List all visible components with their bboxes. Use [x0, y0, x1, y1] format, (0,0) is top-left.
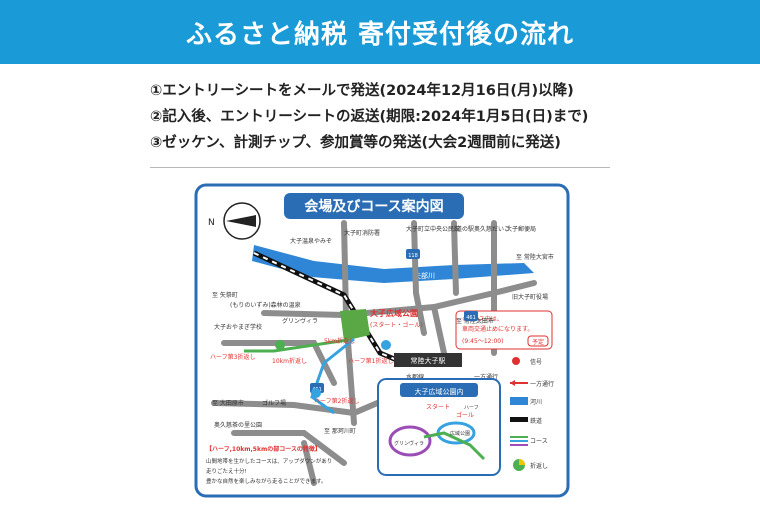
inset-loop-purple: [388, 425, 432, 457]
legend-rail: 鉄道: [530, 417, 542, 425]
page-title: ふるさと納税 寄付受付後の流れ: [185, 19, 575, 50]
legend-signal-icon: [512, 357, 520, 365]
route-461: 461: [466, 315, 476, 321]
route-118: 118: [408, 253, 418, 259]
checkpoint-icon: [311, 388, 321, 398]
inset-frame: [377, 378, 501, 476]
label-oyama: 大子おやまぎ学校: [214, 323, 262, 331]
note-line-3: 豊かな自然を楽しみながら走ることができます。: [206, 477, 326, 485]
label-onsen: 大子温泉やみぞ: [290, 237, 332, 245]
checkpoint-icon: [381, 340, 391, 350]
label-forest-onsen: (もりのいずみ)森林の温泉: [230, 301, 301, 309]
label-hitachi-omiya: 至 常陸大宮市: [516, 253, 554, 261]
legend-course: コース: [530, 438, 548, 445]
legend-signal: 信号: [530, 358, 542, 366]
label-10km: 10km折返し: [272, 357, 307, 365]
label-yabe: 至 矢祭町: [212, 291, 238, 299]
park-name: 大子広域公園: [370, 308, 418, 318]
label-mito: 水郡線: [406, 373, 424, 381]
note-title: 【ハーフ,10km,5kmの部コースの特徴】: [206, 445, 321, 453]
map-title-bg: [284, 193, 464, 219]
north-arrow-icon: [226, 215, 256, 227]
course-green: [244, 337, 355, 353]
legend-turn: 折返し: [530, 462, 548, 470]
step-3: ③ゼッケン、計測チップ、参加賞等の発送(大会2週間前に発送): [150, 135, 561, 151]
inset-half: ハーフ: [464, 405, 479, 411]
inset-field: グリンヴィラ: [394, 440, 424, 447]
inset-facility: 広域公園: [450, 430, 470, 437]
label-old-office: 旧大子町役場: [512, 293, 548, 301]
inset-title: 大子広域公園内: [415, 387, 464, 396]
label-town-office: 大子町立中央公民館: [406, 225, 460, 233]
roads: [211, 220, 537, 486]
notice-line-2: 車両交通止めになります。: [462, 325, 533, 333]
river-label: 矢部川: [414, 271, 435, 280]
notice-line-3: (9:45〜12:00): [462, 338, 503, 345]
legend-rail-icon: [510, 417, 528, 422]
notice-badge-box: [527, 335, 549, 347]
legend-river: 河川: [530, 398, 542, 406]
legend: 信号 一方通行 河川 鉄道 コース 折返し: [510, 357, 554, 471]
label-5km: 5km折返し: [324, 337, 355, 345]
station-box: [394, 353, 462, 367]
inset-goal: ゴール: [456, 411, 474, 419]
label-okukuji: 奥久慈茶の里公園: [214, 421, 262, 429]
label-half2: ハーフ第2折返し: [314, 397, 359, 405]
label-oda: 至 大田原市: [212, 399, 244, 407]
course-map: 会場及びコース案内図 N 矢部川 大子広域公園 (スタート・ゴール) 常陸大子駅…: [194, 183, 570, 498]
route-461-icon: [464, 311, 478, 321]
step-2: ②記入後、エントリーシートの返送(期限:2024年1月5日(日)まで): [150, 109, 589, 125]
map-title: 会場及びコース案内図: [304, 198, 443, 215]
course-blue: [310, 337, 355, 415]
divider: [150, 167, 610, 168]
inset-start: スタート: [426, 403, 450, 411]
notice-badge: 予定: [532, 338, 544, 346]
route-118-icon: [406, 249, 420, 259]
header-banner: ふるさと納税 寄付受付後の流れ: [0, 0, 760, 64]
note-line-2: 走りごたえ十分!: [206, 467, 247, 475]
label-half1: ハーフ第1折返し: [348, 357, 393, 365]
label-golf: ゴルフ場: [262, 399, 286, 407]
label-kanazawa: 至 那珂川町: [324, 427, 356, 435]
station-label: 常陸大子駅: [411, 356, 446, 365]
park-area: [340, 309, 370, 341]
steps-list: ①エントリーシートをメールで発送(2024年12月16日(月)以降) ②記入後、…: [150, 80, 620, 158]
checkpoint-icon: [275, 340, 285, 350]
label-fire: 大子町消防署: [344, 229, 380, 237]
notice-line-1: ※コース内は、: [462, 315, 503, 323]
label-greenvilla: グリンヴィラ: [282, 317, 318, 325]
label-half3: ハーフ第3折返し: [210, 353, 255, 361]
north-label: N: [208, 218, 215, 228]
legend-oneway: 一方通行: [530, 380, 554, 388]
inset-green: [423, 431, 486, 461]
label-post: 大子郵便局: [506, 225, 536, 233]
label-michinoeki: 道の駅奥久慈だいご: [456, 225, 510, 233]
step-1: ①エントリーシートをメールで発送(2024年12月16日(月)以降): [150, 83, 574, 99]
legend-river-icon: [510, 397, 528, 405]
label-oneway-arrow: 一方通行: [474, 373, 498, 381]
park-sub: (スタート・ゴール): [370, 321, 423, 329]
note-line-1: 山間地帯を生かしたコースは、アップダウンがあり: [206, 457, 332, 465]
river-shape: [252, 245, 534, 283]
course-map-svg: 会場及びコース案内図 N 矢部川 大子広域公園 (スタート・ゴール) 常陸大子駅…: [194, 183, 570, 498]
inset-title-bg: [400, 383, 478, 397]
